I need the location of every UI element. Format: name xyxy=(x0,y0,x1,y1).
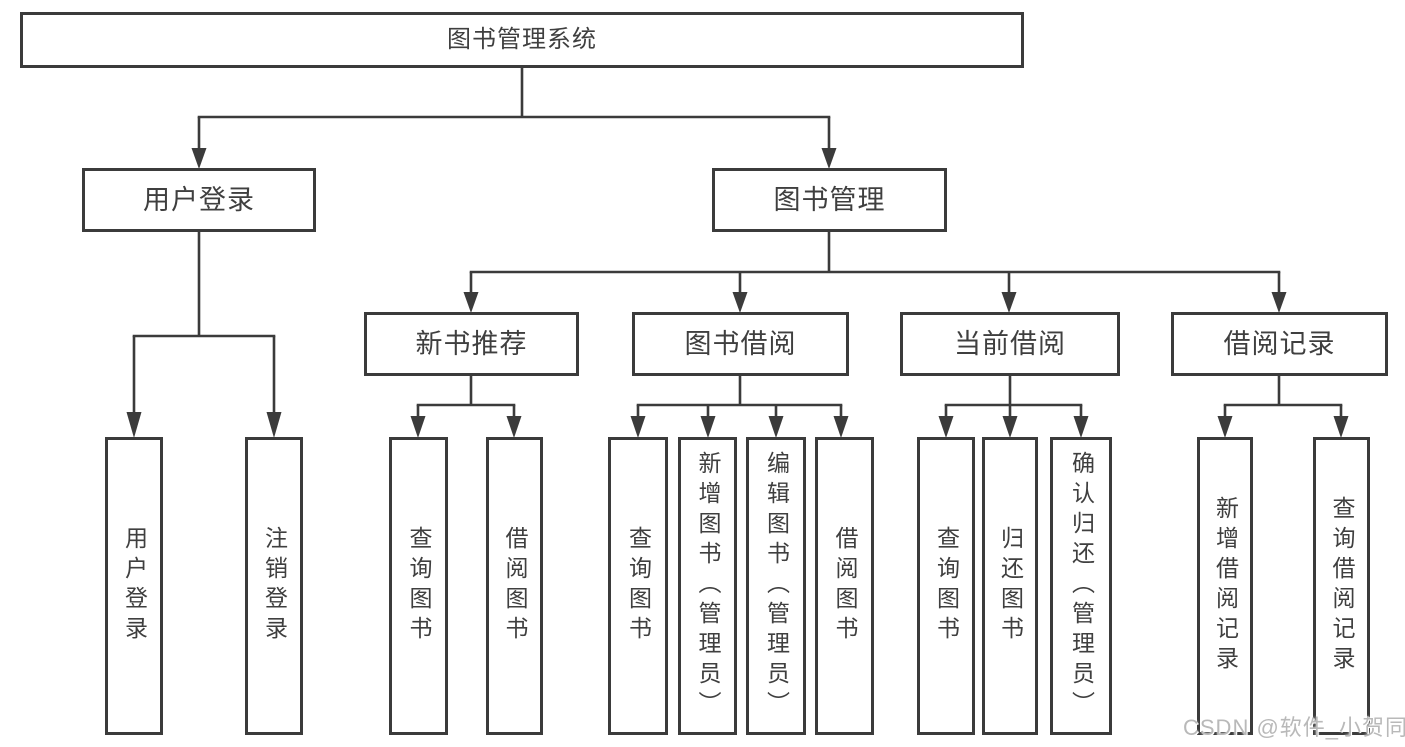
connector-root-to-level2 xyxy=(191,68,837,169)
arrow-down-icon xyxy=(768,416,784,438)
node-leaf-borrowing-borrow-books: 借阅图书 xyxy=(815,437,874,735)
arrow-down-icon xyxy=(1333,416,1349,438)
arrow-down-icon xyxy=(700,416,716,438)
arrow-down-icon xyxy=(1073,416,1089,438)
arrow-down-icon xyxy=(833,416,849,438)
node-leaf-add-books-admin: 新增图书（管理员） xyxy=(678,437,737,735)
node-leaf-add-borrow-record: 新增借阅记录 xyxy=(1197,437,1253,735)
node-user-login: 用户登录 xyxy=(82,168,316,232)
arrow-down-icon xyxy=(191,148,207,169)
node-borrowing-records: 借阅记录 xyxy=(1171,312,1388,376)
arrow-down-icon xyxy=(938,416,954,438)
node-new-book-recommend: 新书推荐 xyxy=(364,312,579,376)
node-leaf-logout: 注销登录 xyxy=(245,437,303,735)
node-leaf-confirm-return-admin: 确认归还（管理员） xyxy=(1050,437,1112,735)
connector-user-login-children xyxy=(126,231,282,438)
node-current-borrowing: 当前借阅 xyxy=(900,312,1120,376)
arrow-down-icon xyxy=(1271,292,1287,313)
node-leaf-user-login: 用户登录 xyxy=(105,437,163,735)
node-leaf-edit-books-admin: 编辑图书（管理员） xyxy=(746,437,806,735)
node-leaf-borrowing-query-books: 查询图书 xyxy=(608,437,668,735)
arrow-down-icon xyxy=(266,412,282,438)
node-leaf-query-borrow-record: 查询借阅记录 xyxy=(1313,437,1370,735)
arrow-down-icon xyxy=(506,416,522,438)
node-leaf-recommend-query-books: 查询图书 xyxy=(389,437,448,735)
node-book-borrowing: 图书借阅 xyxy=(632,312,849,376)
connector-book-management-children xyxy=(463,231,1287,313)
node-leaf-recommend-borrow-books: 借阅图书 xyxy=(486,437,543,735)
arrow-down-icon xyxy=(410,416,426,438)
connector-new-book-recommend-children xyxy=(410,375,522,438)
node-leaf-return-books: 归还图书 xyxy=(982,437,1038,735)
connector-borrowing-records-children xyxy=(1217,375,1349,438)
arrow-down-icon xyxy=(630,416,646,438)
connector-current-borrowing-children xyxy=(938,375,1089,438)
arrow-down-icon xyxy=(732,292,748,313)
arrow-down-icon xyxy=(1217,416,1233,438)
arrow-down-icon xyxy=(463,292,479,313)
arrow-down-icon xyxy=(821,148,837,169)
arrow-down-icon xyxy=(1001,292,1017,313)
arrow-down-icon xyxy=(126,412,142,438)
node-library-management-system: 图书管理系统 xyxy=(20,12,1024,68)
node-leaf-current-query-books: 查询图书 xyxy=(917,437,975,735)
node-book-management: 图书管理 xyxy=(712,168,947,232)
connector-book-borrowing-children xyxy=(630,375,849,438)
arrow-down-icon xyxy=(1002,416,1018,438)
csdn-watermark: CSDN @软件_小贺同学 xyxy=(1183,715,1405,740)
